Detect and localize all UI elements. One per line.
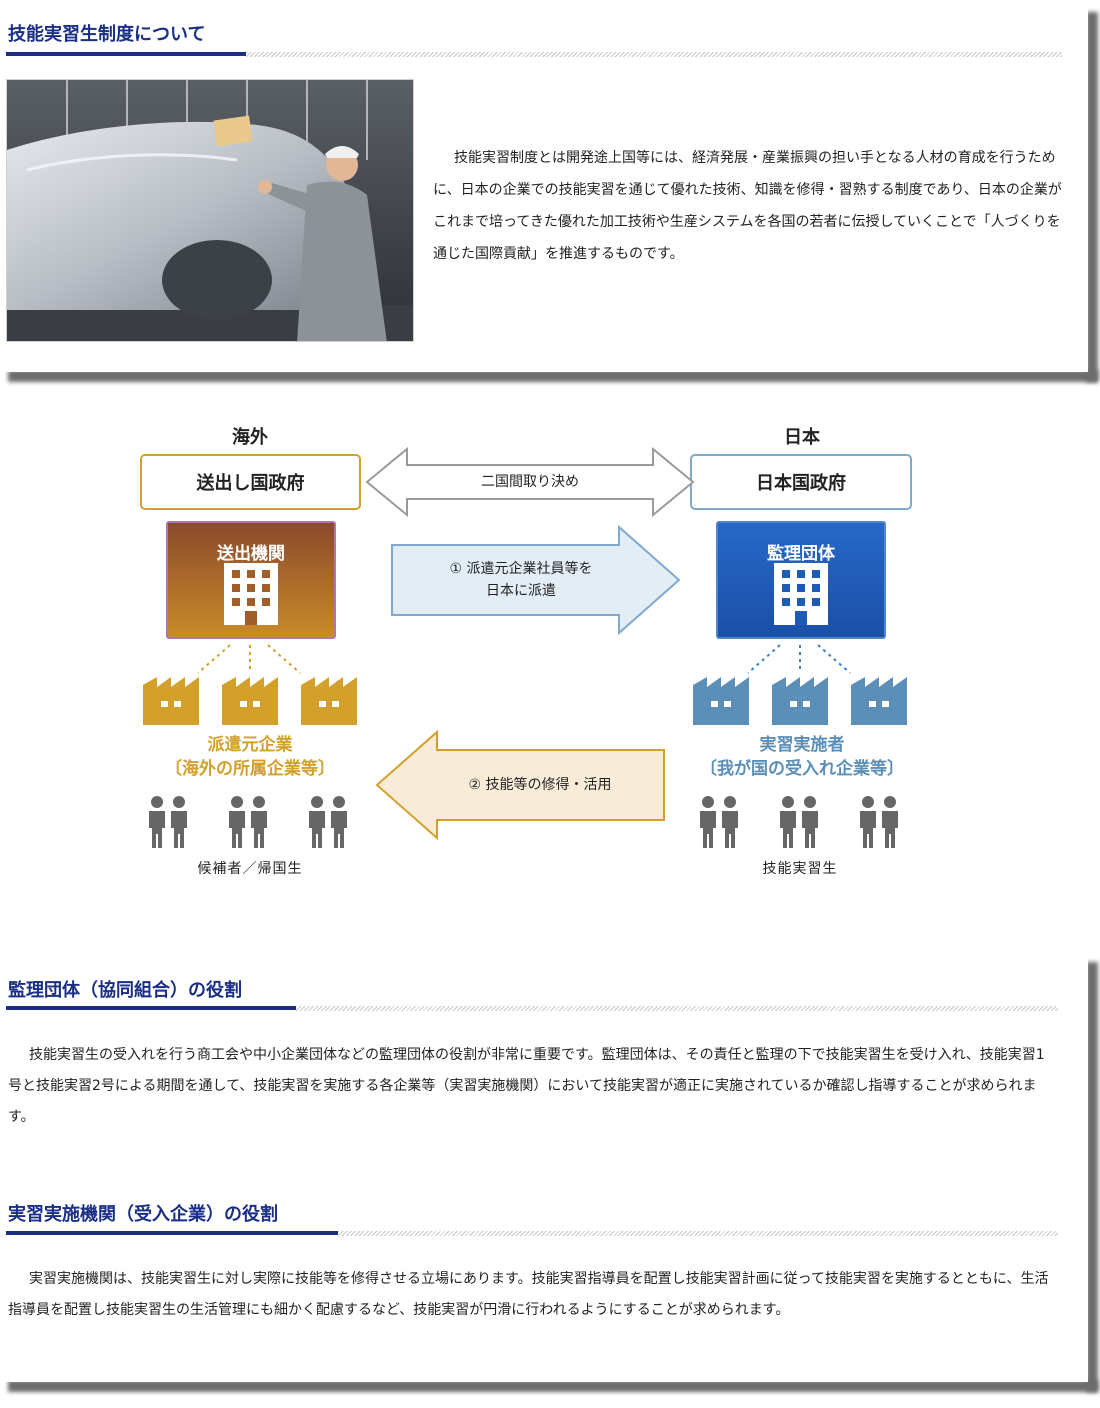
bilateral-arrow xyxy=(365,446,695,518)
implementing-title-underline xyxy=(6,1231,338,1235)
implementing-title-rule xyxy=(338,1231,1058,1236)
trainees-label: 技能実習生 xyxy=(762,861,838,877)
intro-card-shadow-right xyxy=(1086,12,1098,382)
japan-government-label: 日本国政府 xyxy=(756,473,846,494)
factory-photo xyxy=(6,79,414,342)
roles-card-shadow-bottom xyxy=(8,1380,1098,1392)
roles-card-shadow-right xyxy=(1086,962,1098,1392)
sending-connectors xyxy=(197,644,301,674)
supervising-text: 技能実習生の受入れを行う商工会や中小企業団体などの監理団体の役割が非常に重要です… xyxy=(8,1047,1045,1125)
intro-title-underline xyxy=(6,52,246,56)
overseas-heading: 海外 xyxy=(232,427,268,448)
sending-government-label: 送出し国政府 xyxy=(196,473,305,494)
implementing-title: 実習実施機関（受入企業）の役割 xyxy=(8,1204,278,1225)
intro-title: 技能実習生制度について xyxy=(8,24,206,45)
candidates-label: 候補者／帰国生 xyxy=(197,861,303,877)
supervising-title-underline xyxy=(6,1006,296,1010)
factory-photo-image xyxy=(7,80,413,341)
sending-company-factory-icons xyxy=(143,677,357,725)
sending-organization-label: 送出機関 xyxy=(217,544,285,564)
trainees-people-icons xyxy=(700,796,898,848)
bilateral-arrow-label: 二国間取り決め xyxy=(481,474,579,490)
dispatch-arrow-label-line2: 日本に派遣 xyxy=(486,583,556,599)
intro-title-rule xyxy=(246,52,1062,57)
sending-company-note: 〔海外の所属企業等〕 xyxy=(165,759,335,779)
supervising-organization-box: 監理団体 xyxy=(716,521,886,639)
intro-text: 技能実習制度とは開発途上国等には、経済発展・産業振興の担い手となる人材の育成を行… xyxy=(433,150,1062,262)
implementing-company-note: 〔我が国の受入れ企業等〕 xyxy=(700,759,904,779)
supervising-title-rule xyxy=(296,1006,1058,1011)
dispatch-arrow xyxy=(391,524,681,636)
supervising-organization-building-icon xyxy=(774,563,828,625)
sending-organization-box: 送出機関 xyxy=(166,521,336,639)
intro-card-shadow-bottom xyxy=(8,370,1098,382)
supervising-title: 監理団体（協同組合）の役割 xyxy=(8,980,242,1001)
japan-heading: 日本 xyxy=(784,427,820,448)
sending-company-name: 派遣元企業 xyxy=(207,735,293,755)
sending-organization-building-icon xyxy=(224,563,278,625)
implementing-company-label: 実習実施者 〔我が国の受入れ企業等〕 xyxy=(672,733,932,781)
roles-card: 監理団体（協同組合）の役割 技能実習生の受入れを行う商工会や中小企業団体などの監… xyxy=(0,952,1088,1382)
implementing-company-name: 実習実施者 xyxy=(759,735,845,755)
dispatch-arrow-label-line1: ① 派遣元企業社員等を xyxy=(449,561,593,577)
sending-company-label: 派遣元企業 〔海外の所属企業等〕 xyxy=(130,733,370,781)
supervising-organization-label: 監理団体 xyxy=(767,544,835,564)
skill-transfer-arrow xyxy=(375,729,665,841)
implementing-company-factory-icons xyxy=(693,677,907,725)
intro-card: 技能実習生制度について xyxy=(0,0,1088,372)
skill-transfer-arrow-label: ② 技能等の修得・活用 xyxy=(468,777,612,793)
japan-government-box: 日本国政府 xyxy=(690,454,912,510)
candidates-people-icons xyxy=(149,796,347,848)
supervising-connectors xyxy=(747,644,851,674)
implementing-text: 実習実施機関は、技能実習生に対し実際に技能等を修得させる立場にあります。技能実習… xyxy=(8,1271,1049,1318)
sending-government-box: 送出し国政府 xyxy=(140,454,361,510)
